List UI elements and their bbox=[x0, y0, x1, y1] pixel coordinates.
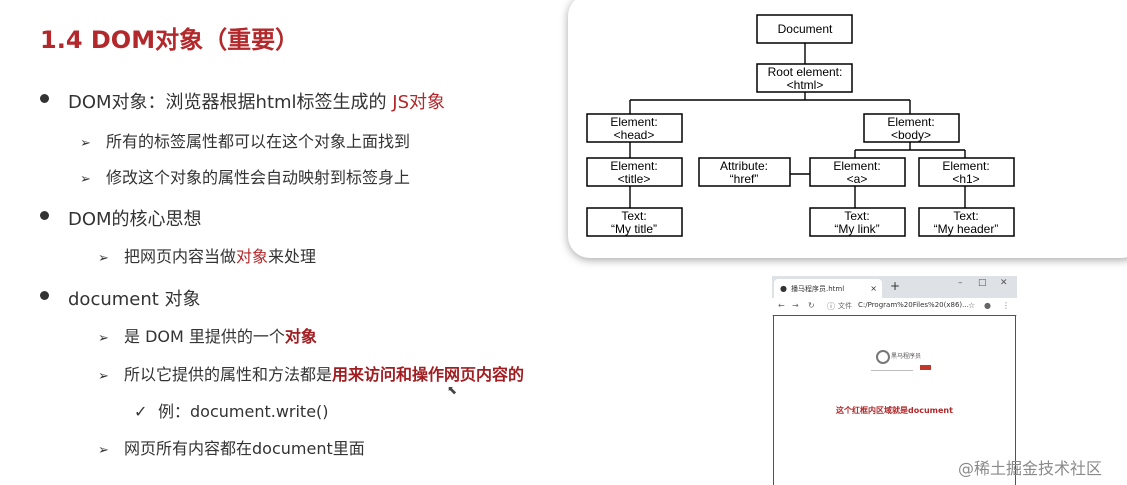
sub-bullet: ➢ 修改这个对象的属性会自动映射到标签身上 bbox=[80, 164, 410, 188]
profile-icon[interactable]: ● bbox=[984, 301, 991, 310]
maximize-icon[interactable]: □ bbox=[978, 278, 987, 288]
sub-bullet-highlight: 用来访问和操作网页内容的 bbox=[332, 365, 525, 384]
bullet-dot bbox=[40, 291, 49, 300]
bullet-highlight: JS对象 bbox=[392, 92, 446, 113]
menu-icon[interactable]: ⋮ bbox=[1002, 301, 1010, 310]
arrow-bullet-icon: ➢ bbox=[80, 172, 91, 187]
node-text-title-line2: “My title” bbox=[611, 222, 657, 236]
sub-bullet-text: 所有的标签属性都可以在这个对象上面找到 bbox=[106, 132, 411, 151]
node-attribute-line1: Attribute: bbox=[720, 159, 768, 173]
node-text-header-line2: “My header” bbox=[934, 222, 999, 236]
node-title-line2: <title> bbox=[618, 172, 651, 186]
node-a-line1: Element: bbox=[833, 159, 880, 173]
arrow-bullet-icon: ➢ bbox=[98, 331, 109, 346]
sub-bullet: ➢ 网页所有内容都在document里面 bbox=[98, 435, 365, 459]
example-item: ✓ 例：document.write() bbox=[134, 398, 329, 422]
node-body-line1: Element: bbox=[887, 115, 934, 129]
node-body-line2: <body> bbox=[891, 128, 931, 142]
browser-tab[interactable]: ●播马程序员.html × bbox=[774, 279, 882, 298]
logo-icon bbox=[876, 350, 890, 364]
example-text: 例：document.write() bbox=[158, 402, 329, 421]
tab-title: 播马程序员.html bbox=[790, 285, 845, 293]
reload-icon[interactable]: ↻ bbox=[808, 301, 815, 310]
sub-bullet-text: 修改这个对象的属性会自动映射到标签身上 bbox=[106, 168, 411, 187]
sub-bullet-highlight: 对象 bbox=[284, 327, 317, 346]
node-head-line2: <head> bbox=[614, 128, 655, 142]
node-text-link-line2: “My link” bbox=[834, 222, 879, 236]
node-a-line2: <a> bbox=[847, 172, 868, 186]
dom-tree-panel: Document Root element: <html> Element: <… bbox=[568, 0, 1127, 258]
address-bar: ← → ↻ ⓘ 文件 C:/Program%20Files%20(x86)...… bbox=[772, 298, 1017, 316]
sub-bullet-text: 来处理 bbox=[268, 247, 317, 266]
info-icon: ⓘ bbox=[827, 302, 835, 311]
dom-tree-diagram: Document Root element: <html> Element: <… bbox=[586, 14, 1015, 237]
tree-connectors bbox=[629, 43, 966, 208]
forward-icon[interactable]: → bbox=[792, 301, 799, 310]
sub-bullet-text: 所以它提供的属性和方法都是 bbox=[124, 365, 333, 384]
bullet-dot bbox=[40, 94, 49, 103]
url-field[interactable]: C:/Program%20Files%20(x86)... bbox=[858, 301, 969, 309]
window-close-icon[interactable]: ✕ bbox=[1000, 278, 1008, 288]
node-text-title-line1: Text: bbox=[621, 209, 646, 223]
node-h1-line1: Element: bbox=[942, 159, 989, 173]
node-root-line1: Root element: bbox=[768, 65, 843, 79]
node-document: Document bbox=[778, 22, 833, 36]
node-h1-line2: <h1> bbox=[952, 172, 979, 186]
checkmark-icon: ✓ bbox=[134, 402, 148, 421]
document-area: 黑马程序员 这个红框内区域就是document bbox=[773, 315, 1016, 485]
node-text-link-line1: Text: bbox=[844, 209, 869, 223]
document-area-label: 这个红框内区域就是document bbox=[836, 406, 953, 415]
sub-bullet-text: 网页所有内容都在document里面 bbox=[124, 439, 365, 458]
node-attribute-line2: “href” bbox=[730, 172, 759, 186]
node-title-line1: Element: bbox=[610, 159, 657, 173]
minimize-icon[interactable]: – bbox=[958, 278, 963, 288]
bullet-text: document 对象 bbox=[68, 289, 201, 310]
close-icon[interactable]: × bbox=[870, 284, 877, 293]
tree-boxes bbox=[586, 14, 1015, 237]
star-icon[interactable]: ☆ bbox=[968, 301, 976, 310]
node-text-header-line1: Text: bbox=[953, 209, 978, 223]
sub-bullet-text: 是 DOM 里提供的一个 bbox=[124, 327, 285, 346]
sub-bullet: ➢ 所以它提供的属性和方法都是用来访问和操作网页内容的 bbox=[98, 361, 524, 385]
sub-bullet-highlight: 对象 bbox=[236, 247, 269, 266]
node-root-line2: <html> bbox=[787, 78, 824, 92]
arrow-bullet-icon: ➢ bbox=[80, 136, 91, 151]
browser-tab-bar: ●播马程序员.html × + – □ ✕ bbox=[772, 276, 1017, 298]
page-title: 1.4 DOM对象（重要） bbox=[40, 26, 300, 54]
sub-bullet: ➢ 所有的标签属性都可以在这个对象上面找到 bbox=[80, 128, 410, 152]
mouse-cursor-icon: ⬉ bbox=[447, 383, 458, 397]
browser-mockup: ●播马程序员.html × + – □ ✕ ← → ↻ ⓘ 文件 C:/Prog… bbox=[772, 276, 1017, 485]
sub-bullet: ➢ 把网页内容当做对象来处理 bbox=[98, 243, 316, 267]
search-input[interactable] bbox=[871, 366, 913, 371]
sub-bullet: ➢ 是 DOM 里提供的一个对象 bbox=[98, 323, 317, 347]
bullet-dom-object: DOM对象：浏览器根据html标签生成的 JS对象 bbox=[40, 88, 445, 114]
bullet-text: DOM的核心思想 bbox=[68, 209, 202, 230]
arrow-bullet-icon: ➢ bbox=[98, 369, 109, 384]
bullet-core-idea: DOM的核心思想 bbox=[40, 205, 202, 231]
new-tab-button[interactable]: + bbox=[890, 279, 901, 293]
watermark: @稀土掘金技术社区 bbox=[958, 459, 1103, 478]
node-head-line1: Element: bbox=[610, 115, 657, 129]
sub-bullet-text: 把网页内容当做 bbox=[124, 247, 237, 266]
bullet-text: DOM对象：浏览器根据html标签生成的 bbox=[68, 92, 393, 113]
bullet-document: document 对象 bbox=[40, 285, 201, 311]
globe-icon: ● bbox=[780, 284, 787, 293]
back-icon[interactable]: ← bbox=[778, 301, 785, 310]
bullet-dot bbox=[40, 211, 49, 220]
url-scheme-label: 文件 bbox=[838, 302, 852, 310]
search-button[interactable] bbox=[920, 365, 931, 370]
logo-text: 黑马程序员 bbox=[891, 353, 922, 360]
arrow-bullet-icon: ➢ bbox=[98, 443, 109, 458]
arrow-bullet-icon: ➢ bbox=[98, 251, 109, 266]
